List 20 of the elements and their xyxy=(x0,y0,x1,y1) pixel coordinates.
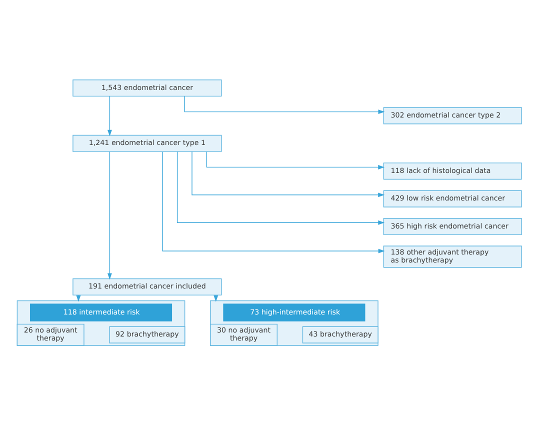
arrow xyxy=(184,95,385,114)
arrow xyxy=(107,150,112,280)
node-box: 365 high risk endometrial cancer xyxy=(383,217,522,235)
node-box: 138 other adjuvant therapy as brachytherapy xyxy=(383,245,522,268)
arrow xyxy=(176,150,385,224)
node-box: 429 low risk endometrial cancer xyxy=(383,190,522,207)
node-box: 92 brachytherapy xyxy=(109,326,186,343)
arrow xyxy=(107,95,112,136)
node-box: 30 no adjuvant therapy xyxy=(210,323,278,346)
arrow xyxy=(206,150,384,169)
node-box: 1,543 endometrial cancer xyxy=(72,78,222,96)
node-box: 118 lack of histological data xyxy=(383,162,522,180)
node-box: 26 no adjuvant therapy xyxy=(16,323,84,346)
node-box: 302 endometrial cancer type 2 xyxy=(383,106,522,124)
node-box: 1,241 endometrial cancer type 1 xyxy=(72,134,222,152)
arrow xyxy=(192,150,384,197)
arrow xyxy=(162,151,385,253)
arrow xyxy=(76,294,81,302)
node-box: 43 brachytherapy xyxy=(302,326,378,343)
arrow xyxy=(214,294,218,302)
